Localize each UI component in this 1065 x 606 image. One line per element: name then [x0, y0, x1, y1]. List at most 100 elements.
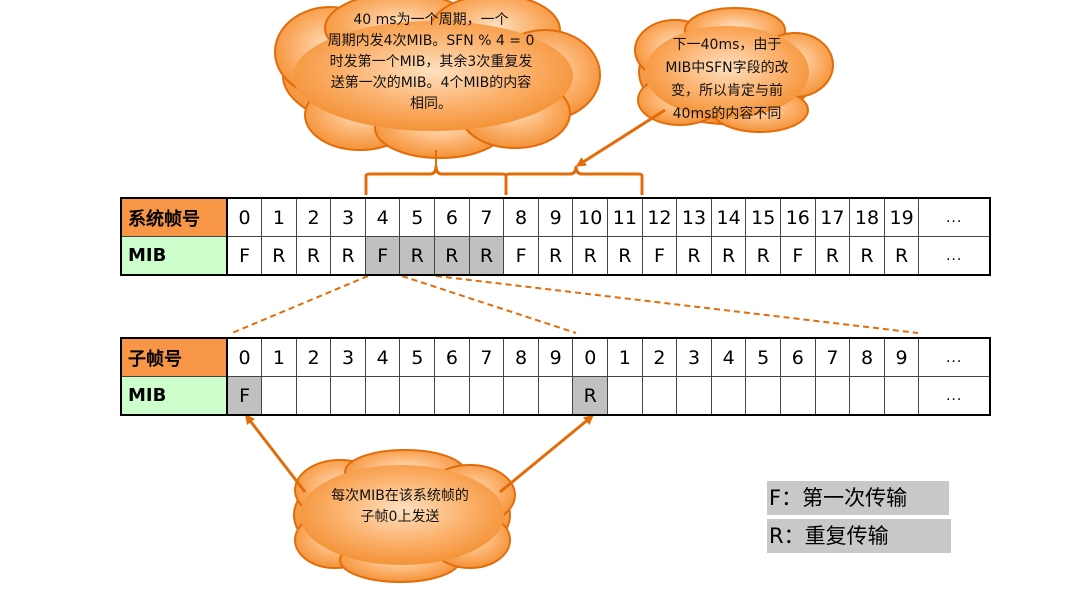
mib-cell-highlighted: R — [468, 236, 505, 276]
next-period-note-cloud — [634, 7, 834, 133]
mib-cell: R — [261, 236, 297, 276]
subframe-cell: 6 — [434, 337, 470, 377]
mib-cell: R — [814, 236, 851, 276]
subframe-mib-cell — [849, 376, 885, 416]
system-frame-header: 系统帧号 — [120, 197, 228, 237]
subframe-mib-cell-highlighted: F — [226, 376, 263, 416]
mib-cell: R — [330, 236, 366, 276]
mib-cell: F — [641, 236, 678, 276]
subframe-mib-cell — [710, 376, 747, 416]
sfn-cell: 0 — [226, 197, 263, 237]
subframe-cell: 5 — [399, 337, 436, 377]
period-note-line: 时发第一个MIB，其余3次重复发 — [329, 54, 533, 70]
system-mib-header: MIB — [120, 236, 228, 276]
subframe-note-line: 子帧0上发送 — [360, 509, 440, 525]
mib-cell: R — [745, 236, 781, 276]
period-note-line: 40 ms为一个周期，一个 — [353, 12, 509, 28]
period-note-line: 周期内发4次MIB。SFN % 4 = 0 — [327, 33, 535, 49]
sfn-cell: 15 — [745, 197, 781, 237]
sfn-cell: 13 — [676, 197, 712, 237]
mib-cell: R — [295, 236, 332, 276]
subframe-cell: 1 — [261, 337, 297, 377]
legend-first-transmission: F：第一次传输 — [767, 481, 949, 515]
subframe-mib-cell — [295, 376, 332, 416]
subframe-mib-cell — [814, 376, 851, 416]
subframe-note-text: 每次MIB在该系统帧的 子帧0上发送 — [300, 486, 500, 528]
sfn-cell: 19 — [883, 197, 920, 237]
sfn-cell: 3 — [330, 197, 366, 237]
subframe-cell: 4 — [710, 337, 747, 377]
sfn-cell: 1 — [261, 197, 297, 237]
mib-cell: F — [503, 236, 539, 276]
subframe-cell: 7 — [468, 337, 505, 377]
subframe-mib-header: MIB — [120, 376, 228, 416]
sfn-cell: 10 — [572, 197, 609, 237]
system-frame-number-row: 系统帧号 0 1 2 3 4 5 6 7 8 9 10 11 12 13 14 … — [120, 197, 991, 237]
sfn-cell: 14 — [710, 197, 747, 237]
subframe-mib-cell — [399, 376, 436, 416]
sfn-cell: 9 — [537, 197, 574, 237]
subframe-cell: 5 — [745, 337, 781, 377]
mib-cell: R — [537, 236, 574, 276]
sfn-ellipsis-cell: ... — [918, 197, 991, 237]
subframe-mib-cell — [780, 376, 816, 416]
subframe-note-line: 每次MIB在该系统帧的 — [331, 488, 469, 504]
sfn-cell: 2 — [295, 197, 332, 237]
mib-cell: R — [572, 236, 609, 276]
next-note-line: 变，所以肯定与前 — [671, 83, 783, 99]
subframe-cell: 1 — [607, 337, 643, 377]
subframe-cell: 7 — [814, 337, 851, 377]
subframe-mib-ellipsis-cell: ... — [918, 376, 991, 416]
mib-cell-highlighted: R — [434, 236, 470, 276]
subframe-mib-cell — [537, 376, 574, 416]
system-mib-row: MIB F R R R F R R R F R R R F R R R F R … — [120, 236, 991, 276]
period-note-line: 送第一次的MIB。4个MIB的内容 — [330, 75, 532, 91]
mib-cell: R — [710, 236, 747, 276]
mib-cell-highlighted: R — [399, 236, 436, 276]
mib-cell: F — [780, 236, 816, 276]
mib-cell: R — [676, 236, 712, 276]
period-brace-1 — [364, 165, 508, 195]
subframe-number-row: 子帧号 0 1 2 3 4 5 6 7 8 9 0 1 2 3 4 5 6 7 … — [120, 337, 991, 377]
legend-repeat-transmission: R：重复传输 — [767, 519, 951, 553]
sfn-cell: 5 — [399, 197, 436, 237]
subframe-table: 子帧号 0 1 2 3 4 5 6 7 8 9 0 1 2 3 4 5 6 7 … — [120, 337, 991, 416]
subframe-cell: 9 — [883, 337, 920, 377]
subframe-mib-cell — [364, 376, 401, 416]
next-note-line: 下一40ms，由于 — [672, 37, 782, 53]
sfn-cell: 8 — [503, 197, 539, 237]
sfn-cell: 12 — [641, 197, 678, 237]
subframe-cell: 0 — [226, 337, 263, 377]
subframe-cell: 0 — [572, 337, 609, 377]
subframe-mib-cell — [330, 376, 366, 416]
expand-line-right-2 — [435, 275, 919, 334]
mib-ellipsis-cell: ... — [918, 236, 991, 276]
subframe-cell: 2 — [641, 337, 678, 377]
next-period-note-text: 下一40ms，由于 MIB中SFN字段的改 变，所以肯定与前 40ms的内容不同 — [642, 34, 812, 126]
sfn-cell: 17 — [814, 197, 851, 237]
next-note-line: MIB中SFN字段的改 — [665, 60, 789, 76]
subframe-mib-cell — [745, 376, 781, 416]
subframe-cell: 3 — [676, 337, 712, 377]
subframe-mib-cell — [883, 376, 920, 416]
mib-cell-highlighted: F — [364, 236, 401, 276]
period-note-line: 相同。 — [410, 96, 452, 112]
sfn-cell: 7 — [468, 197, 505, 237]
subframe-mib-cell — [468, 376, 505, 416]
next-note-line: 40ms的内容不同 — [672, 106, 782, 122]
subframe-cell: 3 — [330, 337, 366, 377]
subframe-note-cloud — [293, 449, 516, 583]
subframe-ellipsis-cell: ... — [918, 337, 991, 377]
subframe-mib-cell — [641, 376, 678, 416]
sfn-cell: 16 — [780, 197, 816, 237]
system-frame-table: 系统帧号 0 1 2 3 4 5 6 7 8 9 10 11 12 13 14 … — [120, 197, 991, 276]
subframe-mib-cell — [676, 376, 712, 416]
expand-line-right-1 — [401, 275, 577, 334]
subframe-arrow-left — [244, 414, 307, 493]
expand-line-left-1 — [231, 275, 369, 334]
subframe-cell: 8 — [503, 337, 539, 377]
subframe-mib-cell — [261, 376, 297, 416]
subframe-mib-cell-highlighted: R — [572, 376, 609, 416]
subframe-arrow-right — [499, 414, 594, 494]
